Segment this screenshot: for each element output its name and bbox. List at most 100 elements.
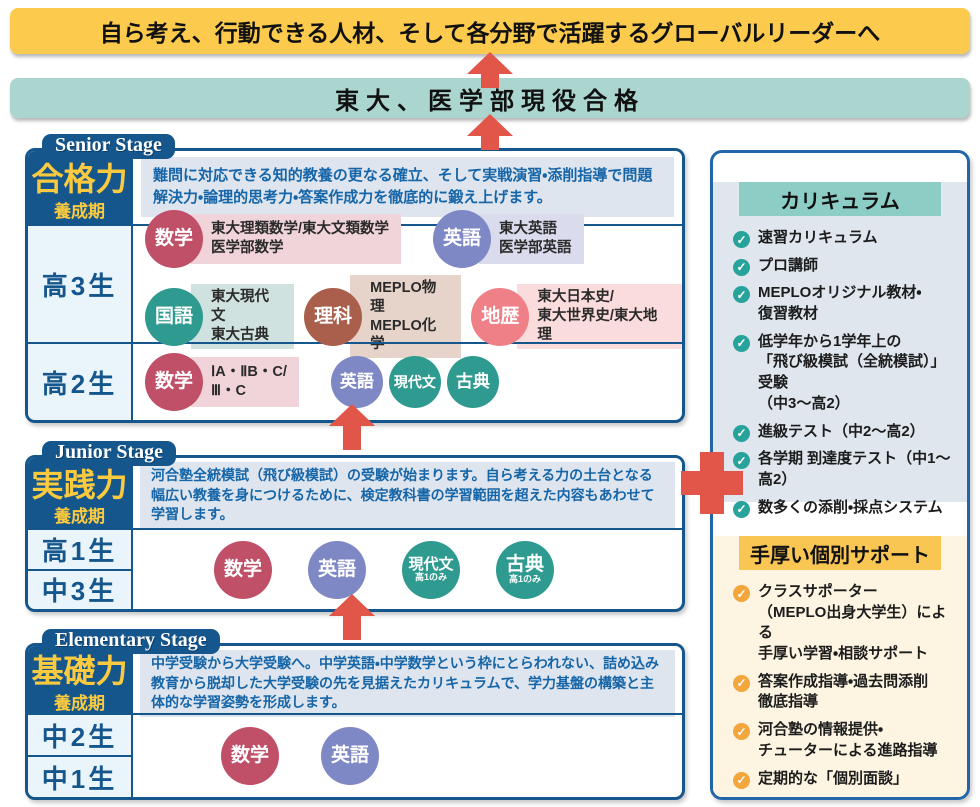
grade-label-mid3: 中3生 <box>28 568 133 609</box>
math-circle-icon: 数学 <box>145 209 203 268</box>
subject-badge-science: 理科 MEPLO物理 MEPLO化学 <box>304 274 462 359</box>
subject-badge-math: 数学 東大理類数学/東大文類数学 医学部数学 <box>145 209 402 268</box>
support-list: クラスサポーター （MEPLO出身大学生）による 手厚い学習・相談サポート 答案… <box>713 582 967 800</box>
english-courses: 東大英語 医学部英語 <box>479 213 584 264</box>
grade-label-high2: 高2生 <box>28 342 133 420</box>
gendaibun-label: 現代文 <box>408 555 454 573</box>
senior-stage-label: 合格力 養成期 <box>28 151 133 224</box>
koten-circle-icon: 古典 <box>446 356 499 408</box>
list-item: 各学期 到達度テスト（中1～高2） <box>733 449 957 490</box>
grade-label-high1: 高1生 <box>28 528 133 569</box>
check-icon <box>733 452 750 470</box>
kokugo-courses: 東大現代文 東大古典 <box>191 284 295 349</box>
junior-subjects: 数学 英語 現代文 高1のみ 古典 高1のみ <box>133 528 682 609</box>
list-item: 数多くの添削・採点システム <box>733 498 957 519</box>
junior-stage-name: 実践力 <box>31 466 128 503</box>
english-circle-icon: 英語 <box>321 727 379 785</box>
science-courses: MEPLO物理 MEPLO化学 <box>350 274 462 359</box>
senior-description-cell: 難問に対応できる知的教養の更なる確立、そして実戦演習・添削指導で問題解決力・論理… <box>133 151 682 224</box>
support-title: 手厚い個別サポート <box>739 536 941 570</box>
check-icon <box>733 334 750 352</box>
elementary-stage-name: 基礎力 <box>31 653 128 690</box>
list-item: 定期的な「個別面談」 <box>733 769 957 790</box>
subject-badge-english: 英語 東大英語 医学部英語 <box>433 209 584 268</box>
english-circle-icon: 英語 <box>433 209 492 268</box>
junior-stage-label: 実践力 養成期 <box>28 458 133 528</box>
math-courses: 東大理類数学/東大文類数学 医学部数学 <box>191 213 402 264</box>
elementary-stage-label: 基礎力 養成期 <box>28 646 133 713</box>
koten-circle-icon: 古典 高1のみ <box>496 540 554 599</box>
check-icon <box>733 585 750 602</box>
grade-label-mid1: 中1生 <box>28 755 133 797</box>
subject-badge-kokugo: 国語 東大現代文 東大古典 <box>145 284 295 349</box>
gendaibun-note: 高1のみ <box>414 571 447 582</box>
list-item: MEPLOオリジナル教材・ 復習教材 <box>733 283 957 324</box>
junior-stage-tab: Junior Stage <box>42 441 176 466</box>
elementary-subjects: 数学 英語 <box>133 713 682 797</box>
up-arrow-icon <box>467 114 513 150</box>
list-item: 速習カリキュラム <box>733 228 957 249</box>
math-courses: ⅠA・ⅡB・C/ Ⅲ・C <box>191 357 299 407</box>
list-item: 河合塾の情報提供・ チューターによる進路指導 <box>733 720 957 761</box>
list-item: 進級テスト（中2～高2） <box>733 422 957 443</box>
target-banner-text: 東大、医学部現役合格 <box>335 87 645 115</box>
check-icon <box>733 424 750 442</box>
kokugo-circle-icon: 国語 <box>145 287 203 346</box>
senior-stage-tab: Senior Stage <box>42 134 175 159</box>
math-circle-icon: 数学 <box>221 727 279 785</box>
elementary-description-cell: 中学受験から大学受験へ。中学英語・中学数学という枠にとらわれない、詰め込み教育か… <box>133 646 682 717</box>
support-panel: 手厚い個別サポート クラスサポーター （MEPLO出身大学生）による 手厚い学習… <box>713 536 967 800</box>
up-arrow-icon <box>329 594 375 640</box>
senior-high3-subjects: 数学 東大理類数学/東大文類数学 医学部数学 英語 東大英語 医学部英語 国語 … <box>133 209 682 359</box>
senior-stage-period: 養成期 <box>54 201 105 221</box>
check-icon <box>733 799 750 800</box>
grade-label-high3: 高3生 <box>28 224 133 342</box>
elementary-stage-tab: Elementary Stage <box>42 629 220 654</box>
senior-high2-subjects: 数学 ⅠA・ⅡB・C/ Ⅲ・C 英語 現代文 古典 <box>133 342 682 420</box>
junior-stage-description: 河合塾全統模試（飛び級模試）の受験が始まります。自ら考える力の土台となる幅広い教… <box>140 462 675 529</box>
curriculum-panel: カリキュラム 速習カリキュラム プロ講師 MEPLOオリジナル教材・ 復習教材 … <box>713 182 967 518</box>
grade-label-mid2: 中2生 <box>28 713 133 755</box>
check-icon <box>733 231 750 248</box>
subject-badge-geo: 地歴 東大日本史/ 東大世界史/東大地理 <box>471 284 682 349</box>
list-item: 低学年から1学年上の 「飛び級模試（全統模試）」受験 （中3～高2） <box>733 332 957 415</box>
geo-circle-icon: 地歴 <box>471 287 530 346</box>
senior-stage-name: 合格力 <box>31 161 128 198</box>
list-item: 「学習PDCAサイクル」確立サポート <box>733 796 957 800</box>
list-item: クラスサポーター （MEPLO出身大学生）による 手厚い学習・相談サポート <box>733 582 957 665</box>
math-circle-icon: 数学 <box>145 353 203 411</box>
subject-badge-math: 数学 ⅠA・ⅡB・C/ Ⅲ・C <box>145 353 299 411</box>
curriculum-title: カリキュラム <box>739 182 941 216</box>
curriculum-list: 速習カリキュラム プロ講師 MEPLOオリジナル教材・ 復習教材 低学年から1学… <box>713 228 967 518</box>
check-icon <box>733 286 750 304</box>
english-circle-icon: 英語 <box>330 356 383 408</box>
elementary-stage-section: Elementary Stage 基礎力 養成期 中学受験から大学受験へ。中学英… <box>25 629 685 800</box>
junior-stage-section: Junior Stage 実践力 養成期 河合塾全統模試（飛び級模試）の受験が始… <box>25 441 685 612</box>
english-circle-icon: 英語 <box>308 540 366 599</box>
up-arrow-icon <box>467 52 513 88</box>
list-item: 答案作成指導・過去問添削 徹底指導 <box>733 672 957 713</box>
features-panel: カリキュラム 速習カリキュラム プロ講師 MEPLOオリジナル教材・ 復習教材 … <box>710 150 970 800</box>
senior-stage-section: Senior Stage 合格力 養成期 難問に対応できる知的教養の更なる確立、… <box>25 134 685 423</box>
list-item: プロ講師 <box>733 256 957 277</box>
elementary-stage-description: 中学受験から大学受験へ。中学英語・中学数学という枠にとらわれない、詰め込み教育か… <box>140 650 675 717</box>
check-icon <box>733 674 750 692</box>
goal-banner: 自ら考え、行動できる人材、そして各分野で活躍するグローバルリーダーへ <box>10 8 970 54</box>
math-circle-icon: 数学 <box>214 540 272 599</box>
gendaibun-circle-icon: 現代文 高1のみ <box>402 540 460 599</box>
check-icon <box>733 771 750 789</box>
check-icon <box>733 258 750 276</box>
geo-courses: 東大日本史/ 東大世界史/東大地理 <box>517 284 682 349</box>
up-arrow-icon <box>329 404 375 450</box>
elementary-stage-period: 養成期 <box>54 693 105 713</box>
senior-stage-description: 難問に対応できる知的教養の更なる確立、そして実戦演習・添削指導で問題解決力・論理… <box>141 157 674 217</box>
plus-icon <box>681 452 743 514</box>
check-icon <box>733 500 750 518</box>
goal-banner-text: 自ら考え、行動できる人材、そして各分野で活躍するグローバルリーダーへ <box>99 20 881 46</box>
check-icon <box>733 723 750 741</box>
science-circle-icon: 理科 <box>304 287 363 346</box>
gendaibun-circle-icon: 現代文 <box>388 356 441 408</box>
junior-description-cell: 河合塾全統模試（飛び級模試）の受験が始まります。自ら考える力の土台となる幅広い教… <box>133 458 682 529</box>
koten-note: 高1のみ <box>508 573 541 584</box>
